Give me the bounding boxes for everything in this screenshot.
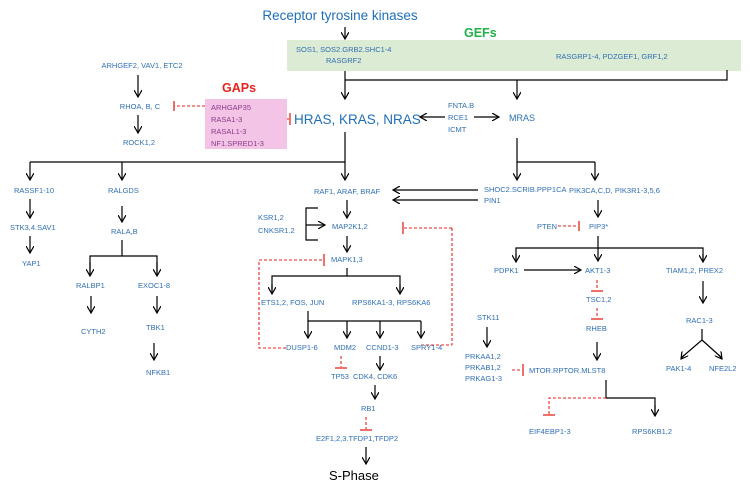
arrow-rac-to-nfe2l2-tip (719, 355, 722, 359)
node-akt: AKT1-3 (585, 266, 610, 275)
gaps-item-2: RASA1-3 (211, 115, 242, 124)
node-tsc: TSC1,2 (586, 295, 611, 304)
node-prkaa: PRKAA1,2 (465, 352, 501, 361)
node-stk11: STK11 (477, 313, 499, 322)
node-rps6ka: RPS6KA1-3, RPS6KA6 (352, 298, 430, 307)
node-rassf: RASSF1-10 (14, 186, 54, 195)
node-tbk1: TBK1 (146, 323, 165, 332)
node-stk3: STK3,4.SAV1 (10, 223, 56, 232)
tf-branch (307, 311, 421, 322)
node-cdk: CDK4, CDK6 (353, 372, 397, 381)
node-yap1: YAP1 (22, 259, 41, 268)
node-pip3: PIP3* (589, 222, 608, 231)
node-nfkb1: NFKB1 (146, 368, 170, 377)
node-rac: RAC1-3 (686, 316, 713, 325)
node-ralgds: RALGDS (108, 186, 139, 195)
node-rce1: RCE1 (448, 113, 468, 122)
node-spry: SPRY1-4 (411, 343, 442, 352)
node-tp53: TP53 (331, 372, 349, 381)
node-mtor: MTOR.RPTOR.MLST8 (529, 366, 605, 375)
pip3-branch (515, 236, 599, 260)
node-shoc2: SHOC2.SCRIB.PPP1CA (484, 185, 567, 194)
node-e2f: E2F1,2,3.TFDP1,TFDP2 (316, 434, 398, 443)
gefs-left-line1: SOS1, SOS2.GRB2.SHC1-4 (296, 45, 391, 54)
mtor-branch (605, 380, 656, 415)
node-exoc: EXOC1-8 (138, 281, 170, 290)
node-prkab: PRKAB1,2 (465, 363, 501, 372)
node-mras: MRAS (509, 113, 535, 123)
node-sphase: S-Phase (329, 468, 379, 483)
node-mapk: MAPK1,3 (331, 255, 363, 264)
gaps-item-4: NF1.SPRED1-3 (211, 139, 264, 148)
pip3-branch-right (598, 247, 704, 260)
gaps-item-3: RASAL1-3 (211, 127, 246, 136)
node-cyth2: CYTH2 (81, 327, 106, 336)
node-ksr: KSR1,2 (258, 213, 284, 222)
gaps-label: GAPs (222, 81, 256, 95)
node-map2k: MAP2K1,2 (332, 222, 368, 231)
inhibit-mtor-to-eif (548, 397, 606, 414)
node-rock: ROCK1,2 (123, 138, 155, 147)
node-rala: RALA,B (111, 227, 138, 236)
node-rb1: RB1 (361, 404, 376, 413)
rala-branch (89, 255, 158, 275)
node-pten: PTEN (537, 222, 557, 231)
node-rps6kb: RPS6KB1,2 (632, 427, 672, 436)
node-prkag: PRKAG1-3 (465, 374, 502, 383)
gefs-left-line2: RASGRF2 (326, 56, 361, 65)
node-pin1: PIN1 (484, 196, 501, 205)
gefs-box (287, 40, 741, 71)
node-pdpk1: PDPK1 (494, 266, 519, 275)
node-ras: HRAS, KRAS, NRAS (294, 112, 421, 127)
node-ets: ETS1,2, FOS, JUN (261, 298, 324, 307)
node-icmt: ICMT (448, 125, 467, 134)
inhibit-dusp-to-mapk (258, 259, 322, 349)
node-cnksr: CNKSR1.2 (258, 226, 295, 235)
connector-gefs-right (345, 70, 728, 81)
node-mdm2: MDM2 (334, 343, 356, 352)
gefs-right: RASGRP1-4, PDZGEF1, GRF1,2 (556, 52, 668, 61)
node-rhoa: RHOA, B, C (120, 102, 161, 111)
rac-branch (680, 329, 703, 359)
arrow-rac-to-pak-tip (681, 355, 684, 359)
gefs-label: GEFs (464, 26, 497, 40)
mras-branch (516, 138, 595, 163)
bracket-ksr (305, 207, 318, 241)
gaps-item-1: ARHGAP35 (211, 103, 251, 112)
node-tiam: TIAM1,2, PREX2 (666, 266, 723, 275)
node-fnta: FNTA.B (448, 101, 474, 110)
gaps-box (205, 99, 287, 149)
mapk-branch (271, 268, 348, 293)
node-eif4ebp1: EIF4EBP1-3 (529, 427, 571, 436)
node-dusp: DUSP1-6 (286, 343, 318, 352)
node-rheb: RHEB (586, 324, 607, 333)
node-ccnd: CCND1-3 (366, 343, 399, 352)
node-ralbp1: RALBP1 (76, 281, 105, 290)
node-pak: PAK1-4 (666, 364, 691, 373)
node-raf: RAF1, ARAF, BRAF (314, 187, 381, 196)
title: Receptor tyrosine kinases (262, 8, 418, 23)
node-arhgef: ARHGEF2, VAV1, ETC2 (102, 61, 183, 70)
mapk-branch-right (347, 275, 401, 293)
node-pik3: PIK3CA,C,D, PIK3R1-3,5,6 (569, 186, 660, 195)
node-nfe2l2: NFE2L2 (709, 364, 737, 373)
